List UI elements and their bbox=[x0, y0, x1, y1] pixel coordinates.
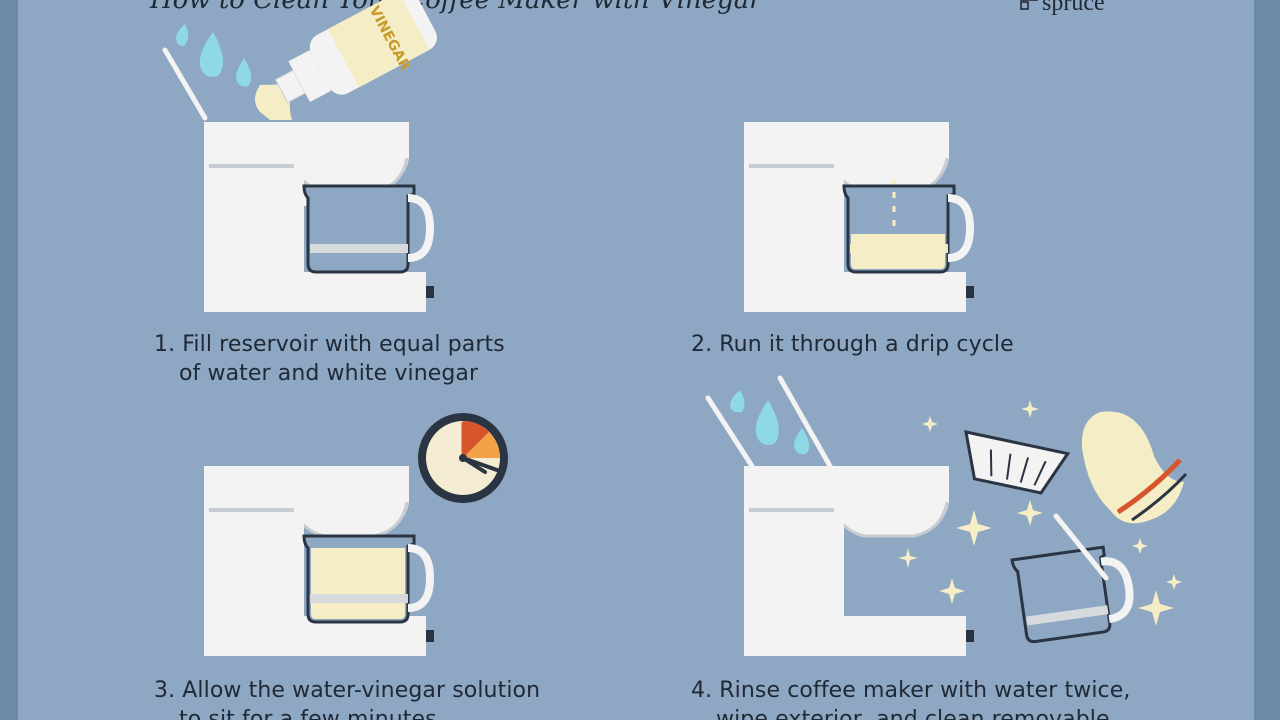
brand-wordmark: spruce bbox=[1042, 0, 1105, 16]
poster-right-border bbox=[1254, 0, 1280, 720]
vinegar-bottle-icon: VINEGAR bbox=[274, 0, 437, 104]
brand-logo-icon bbox=[1020, 0, 1038, 10]
step1-illustration: VINEGAR bbox=[162, 0, 437, 314]
step4-illustration bbox=[705, 375, 1188, 658]
water-drop-icon bbox=[176, 24, 189, 46]
water-drop-icon bbox=[730, 390, 745, 413]
poster-title: How to Clean Your Coffee Maker with Vine… bbox=[150, 0, 762, 15]
step4-caption: 4. Rinse coffee maker with water twice, … bbox=[691, 678, 1131, 720]
step2-illustration bbox=[742, 120, 976, 314]
sparkle-icons bbox=[898, 400, 1182, 626]
water-drop-icon bbox=[755, 400, 779, 445]
step2-caption: 2. Run it through a drip cycle bbox=[691, 332, 1014, 357]
filter-basket-icon bbox=[964, 430, 1071, 495]
step3-illustration bbox=[202, 413, 508, 658]
poster-left-border bbox=[0, 0, 18, 720]
water-drop-icon bbox=[236, 58, 252, 87]
water-drop-icon bbox=[794, 428, 810, 455]
water-drop-icon bbox=[199, 32, 223, 77]
carafe-icon bbox=[1010, 545, 1134, 644]
step1-caption: 1. Fill reservoir with equal parts of wa… bbox=[154, 332, 505, 386]
step3-caption: 3. Allow the water-vinegar solution to s… bbox=[154, 678, 541, 720]
clock-icon bbox=[418, 413, 508, 503]
cleaning-cloth-icon bbox=[1081, 411, 1188, 524]
